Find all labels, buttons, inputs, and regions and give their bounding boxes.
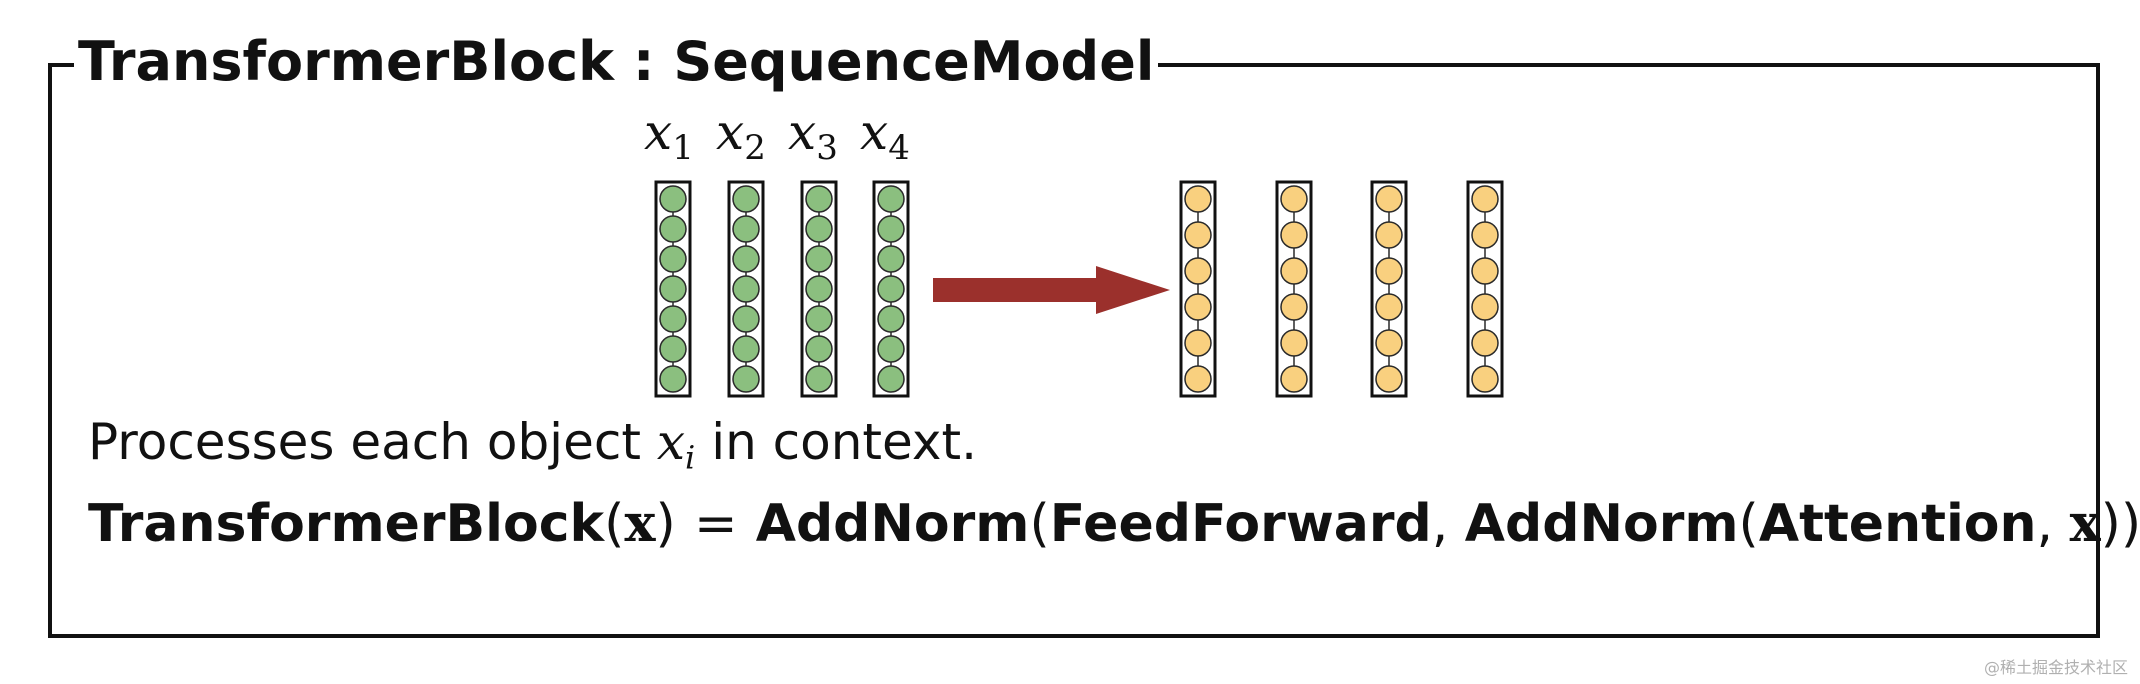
output-vector-4-node <box>1471 329 1499 357</box>
input-vector-3-node <box>805 245 833 273</box>
base-class-name: SequenceModel <box>673 30 1155 93</box>
input-vector-1-node <box>659 365 687 393</box>
input-vector-1-node <box>659 215 687 243</box>
formula-f1: AddNorm <box>755 494 1030 554</box>
output-vector-4-node <box>1471 257 1499 285</box>
input-label-x1: x1 <box>644 103 694 169</box>
input-vector-4-node <box>877 365 905 393</box>
output-vector-1-node <box>1184 185 1212 213</box>
input-vector-1-node <box>659 305 687 333</box>
output-vector-3-node <box>1375 329 1403 357</box>
watermark: @稀土掘金技术社区 <box>1983 658 2128 677</box>
input-vector-4-node <box>877 335 905 363</box>
input-vector-3-node <box>805 185 833 213</box>
formula: TransformerBlock(x)=AddNorm(FeedForward,… <box>88 493 2140 554</box>
formula-arg3: x <box>2069 493 2101 554</box>
input-vector-3-node <box>805 365 833 393</box>
output-vector-3-node <box>1375 365 1403 393</box>
input-vector-3-frame <box>800 180 838 398</box>
input-vector-1-frame <box>654 180 692 398</box>
output-vector-1-node <box>1184 365 1212 393</box>
input-vector-1-node <box>659 335 687 363</box>
module-title: TransformerBlock: SequenceModel <box>74 30 1159 94</box>
input-vector-3-node <box>805 215 833 243</box>
input-label-x2: x2 <box>716 103 766 169</box>
input-vector-2-frame <box>727 180 765 398</box>
input-vector-1-node <box>659 245 687 273</box>
arrow-shaft <box>933 278 1098 302</box>
output-vector-3-node <box>1375 185 1403 213</box>
input-vector-2-node <box>732 365 760 393</box>
output-vector-1-node <box>1184 329 1212 357</box>
input-vector-4-node <box>877 245 905 273</box>
input-label-x4: x4 <box>860 103 910 169</box>
output-vector-1-node <box>1184 293 1212 321</box>
arrow-head <box>1096 266 1170 314</box>
description-variable: xi <box>656 413 696 477</box>
output-vector-3-node <box>1375 221 1403 249</box>
output-vector-4-node <box>1471 365 1499 393</box>
input-vector-2-node <box>732 245 760 273</box>
input-vector-4-frame <box>872 180 910 398</box>
formula-arg1: FeedForward <box>1049 494 1432 554</box>
output-vector-4-frame <box>1466 180 1504 398</box>
input-vector-4-node <box>877 305 905 333</box>
formula-lhs-func: TransformerBlock <box>88 494 605 554</box>
output-vector-4-node <box>1471 185 1499 213</box>
input-vector-4-node <box>877 215 905 243</box>
output-vector-3-frame <box>1370 180 1408 398</box>
output-vector-4-node <box>1471 293 1499 321</box>
input-vector-2-node <box>732 215 760 243</box>
output-vector-2-node <box>1280 185 1308 213</box>
input-vector-3-node <box>805 275 833 303</box>
formula-equals: = <box>693 494 738 554</box>
input-label-x3: x3 <box>788 103 838 169</box>
input-vector-4-node <box>877 185 905 213</box>
output-vector-2-node <box>1280 257 1308 285</box>
output-vector-1-node <box>1184 221 1212 249</box>
output-vector-1-frame <box>1179 180 1217 398</box>
input-vector-3-node <box>805 305 833 333</box>
input-vector-2-node <box>732 275 760 303</box>
input-vector-3-node <box>805 335 833 363</box>
class-name: TransformerBlock <box>78 30 614 93</box>
output-vector-4-node <box>1471 221 1499 249</box>
formula-f2: AddNorm <box>1464 494 1739 554</box>
input-vector-2-node <box>732 335 760 363</box>
formula-lhs-arg: x <box>624 493 656 554</box>
input-vector-1-node <box>659 185 687 213</box>
input-vector-2-node <box>732 305 760 333</box>
output-vector-2-node <box>1280 365 1308 393</box>
output-vector-2-node <box>1280 329 1308 357</box>
input-vector-2-node <box>732 185 760 213</box>
output-vector-2-frame <box>1275 180 1313 398</box>
output-vector-2-node <box>1280 221 1308 249</box>
input-vector-1-node <box>659 275 687 303</box>
output-vector-3-node <box>1375 293 1403 321</box>
description-text: Processes each object xi in context. <box>88 413 978 477</box>
output-vector-2-node <box>1280 293 1308 321</box>
formula-arg2: Attention <box>1758 494 2037 554</box>
output-vector-3-node <box>1375 257 1403 285</box>
output-vector-1-node <box>1184 257 1212 285</box>
title-separator: : <box>632 30 655 93</box>
input-vector-4-node <box>877 275 905 303</box>
